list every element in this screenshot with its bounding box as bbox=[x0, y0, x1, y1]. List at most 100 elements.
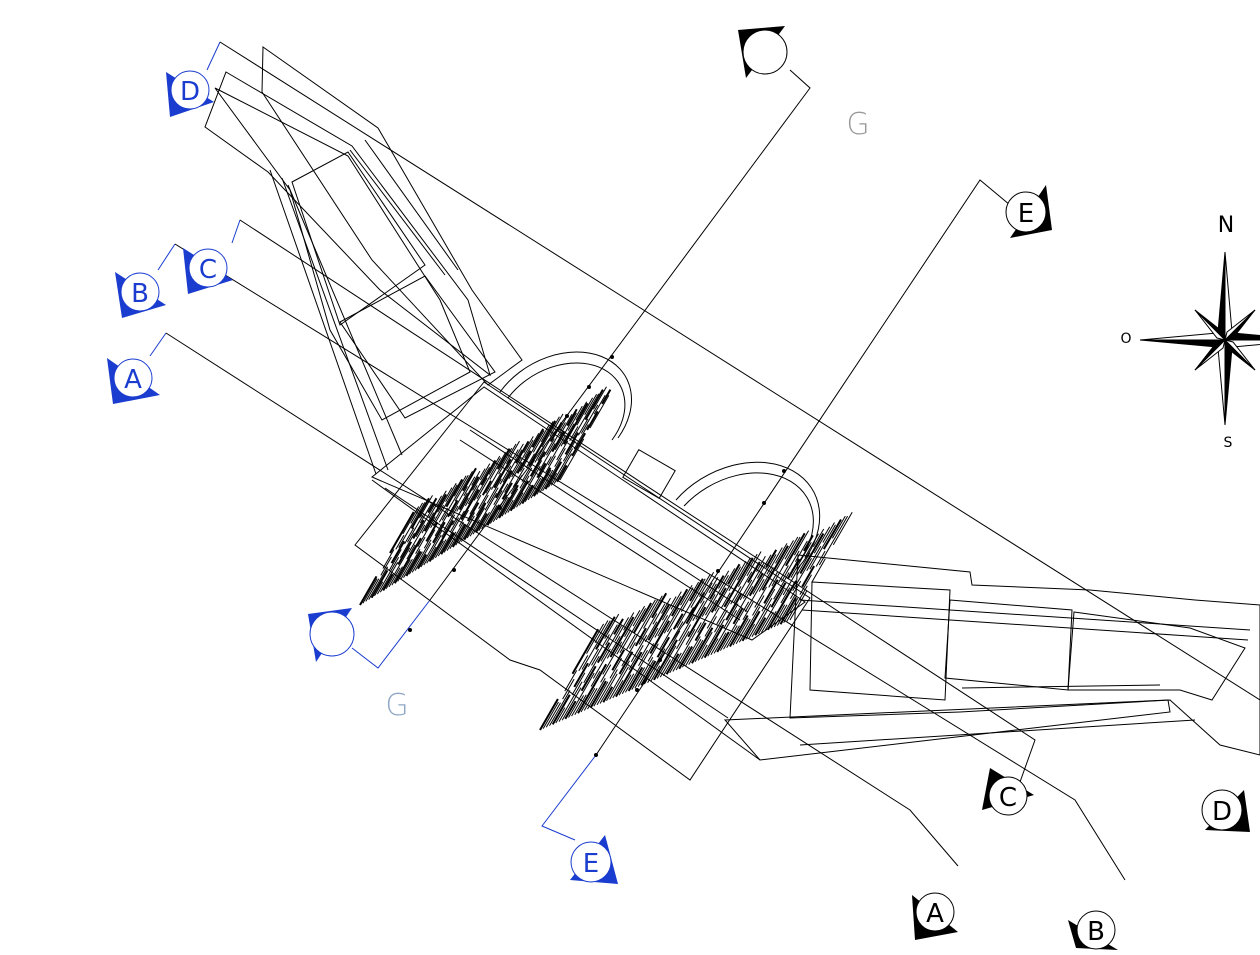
hatch-stroke bbox=[643, 648, 666, 685]
hatch-stroke bbox=[699, 582, 713, 604]
hatch-stroke bbox=[428, 495, 443, 518]
section-marker-d-left[interactable]: D bbox=[166, 70, 214, 117]
hatch-stroke bbox=[389, 549, 402, 571]
hatch-stroke bbox=[659, 628, 673, 650]
section-marker-e-bottom[interactable]: E bbox=[570, 835, 618, 884]
hatch-stroke bbox=[643, 595, 663, 629]
section-marker-b-left[interactable]: B bbox=[115, 272, 166, 318]
hatch-stroke bbox=[493, 458, 512, 489]
hatch-stroke bbox=[593, 395, 606, 415]
hatch-stroke bbox=[542, 701, 559, 729]
hatch-stroke bbox=[742, 562, 765, 599]
hatch-stroke bbox=[649, 620, 670, 654]
hatch-stroke bbox=[551, 694, 571, 725]
hatch-stroke bbox=[395, 534, 405, 550]
hatch-stroke bbox=[642, 599, 656, 623]
hatch-stroke bbox=[544, 461, 563, 490]
hatch-stroke bbox=[427, 497, 438, 514]
hatch-stroke bbox=[815, 550, 826, 567]
compass-rose: N O S bbox=[1120, 213, 1260, 451]
section-lines bbox=[149, 41, 1260, 881]
hatch-stroke bbox=[481, 480, 492, 496]
compass-south-label: S bbox=[1224, 435, 1233, 451]
hatch-stroke bbox=[488, 455, 501, 475]
hatch-stroke bbox=[405, 550, 422, 577]
section-marker-c-right[interactable]: C bbox=[982, 768, 1034, 816]
hatch-stroke bbox=[672, 622, 702, 672]
east-wing bbox=[723, 554, 1260, 761]
hatch-stroke bbox=[605, 624, 618, 646]
hatch-stroke bbox=[714, 609, 728, 633]
hatch-stroke bbox=[784, 536, 799, 560]
hatch-stroke bbox=[531, 428, 545, 448]
hatch-stroke bbox=[652, 603, 666, 625]
hatch-stroke bbox=[564, 700, 577, 720]
hatch-stroke bbox=[466, 507, 486, 539]
hatch-stroke bbox=[822, 518, 842, 550]
hatch-stroke bbox=[521, 459, 536, 482]
hatch-stroke bbox=[691, 627, 714, 664]
hatch-stroke bbox=[390, 540, 406, 564]
section-marker-g-top[interactable] bbox=[738, 26, 788, 78]
hatch-stroke bbox=[628, 645, 644, 671]
hatch-stroke bbox=[389, 511, 415, 554]
hatch-stroke bbox=[433, 484, 458, 527]
hatch-stroke bbox=[385, 547, 411, 589]
section-marker-c-left[interactable]: C bbox=[183, 248, 233, 294]
hatch-stroke bbox=[441, 474, 469, 521]
hatch-stroke bbox=[464, 485, 478, 507]
section-marker-d-right[interactable]: D bbox=[1201, 789, 1250, 832]
section-marker-a-left[interactable]: A bbox=[107, 358, 160, 404]
hatch-stroke bbox=[432, 540, 444, 560]
hatch-stroke bbox=[647, 652, 666, 683]
hatch-stroke bbox=[748, 597, 773, 639]
hatch-stroke bbox=[553, 453, 573, 484]
hatch-stroke bbox=[756, 554, 772, 579]
hatch-stroke bbox=[536, 469, 552, 495]
hatch-stroke bbox=[692, 600, 705, 622]
hatch-stroke bbox=[682, 606, 694, 626]
hatch-stroke bbox=[529, 451, 546, 477]
hatch-stroke bbox=[445, 478, 464, 508]
hatch-stroke bbox=[415, 503, 436, 537]
hatch-stroke bbox=[572, 393, 600, 440]
hatch-stroke bbox=[518, 486, 531, 506]
hatch-stroke bbox=[499, 465, 512, 485]
section-marker-b-right[interactable]: B bbox=[1068, 910, 1118, 950]
hatch-stroke bbox=[618, 674, 632, 696]
hatch-stroke bbox=[780, 550, 800, 583]
compass-west-label: O bbox=[1120, 331, 1131, 347]
hatch-stroke bbox=[406, 544, 416, 560]
hatch-stroke bbox=[546, 422, 566, 456]
hatch-stroke bbox=[638, 649, 648, 666]
hatch-stroke bbox=[738, 606, 761, 643]
hatch-stroke bbox=[453, 475, 467, 497]
hatch-stroke bbox=[599, 673, 618, 704]
hatch-stroke bbox=[478, 512, 490, 531]
hatch-stroke bbox=[558, 414, 573, 437]
hatch-stroke bbox=[671, 588, 689, 617]
hatch-stroke bbox=[478, 486, 492, 510]
hatch-stroke bbox=[624, 609, 641, 638]
hatch-stroke bbox=[549, 690, 571, 727]
hatch-stroke bbox=[634, 627, 647, 647]
hatch-stroke bbox=[661, 596, 677, 621]
hatch-stroke bbox=[811, 558, 826, 583]
hatch-stroke bbox=[492, 496, 508, 522]
section-marker-a-right[interactable]: A bbox=[912, 892, 958, 940]
hatch-stroke bbox=[812, 528, 825, 547]
hatch-stroke bbox=[539, 698, 559, 731]
hatch-stroke bbox=[651, 592, 668, 619]
hatch-stroke bbox=[716, 600, 731, 625]
section-marker-e-top[interactable]: E bbox=[1005, 185, 1052, 238]
hatch-stroke bbox=[527, 477, 542, 501]
section-marker-g-bottom[interactable] bbox=[308, 608, 355, 662]
hatch-stroke bbox=[451, 523, 467, 548]
hatch-stroke bbox=[402, 506, 420, 535]
hatch-stroke bbox=[578, 655, 589, 672]
hatch-stroke bbox=[638, 613, 658, 645]
hatch-stroke bbox=[545, 702, 561, 728]
hatch-stroke bbox=[777, 565, 789, 584]
hatch-stroke bbox=[601, 389, 612, 405]
hatch-stroke bbox=[789, 580, 802, 600]
